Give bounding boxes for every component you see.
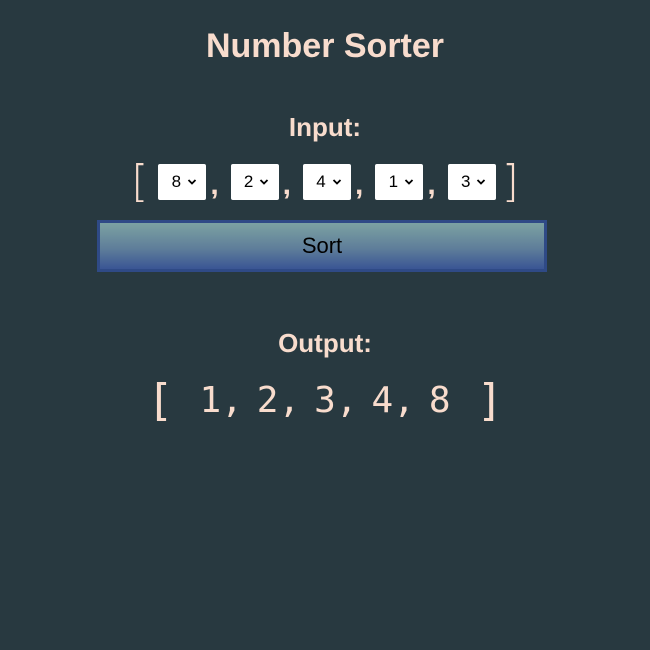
input-array: [ 8 , 2 , 4 , 1 , 3 ] — [0, 160, 650, 204]
select-value: 1 — [388, 172, 399, 191]
number-select-3[interactable]: 4 — [303, 164, 351, 200]
number-select-4[interactable]: 1 — [375, 164, 424, 200]
output-label: Output: — [278, 328, 372, 358]
output-value: 2, — [256, 379, 301, 421]
chevron-down-icon — [187, 179, 197, 185]
input-comma: , — [282, 168, 291, 201]
output-array: [ 1, 2, 3, 4, 8 ] — [0, 374, 650, 426]
select-value: 2 — [243, 172, 254, 191]
page-title: Number Sorter — [205, 27, 445, 65]
input-close-bracket: ] — [501, 156, 519, 207]
input-comma: , — [427, 168, 436, 201]
input-open-bracket: [ — [131, 156, 149, 207]
number-select-5[interactable]: 3 — [447, 164, 496, 200]
chevron-down-icon — [260, 179, 269, 185]
select-value: 8 — [171, 172, 182, 191]
number-select-2[interactable]: 2 — [230, 164, 279, 200]
input-comma: , — [210, 168, 219, 201]
output-value: 1, — [199, 379, 243, 421]
input-comma: , — [355, 168, 364, 201]
sort-button[interactable]: Sort — [97, 220, 547, 272]
input-label: Input: — [288, 112, 362, 142]
output-value: 3, — [314, 379, 358, 421]
select-value: 4 — [316, 172, 326, 191]
chevron-down-icon — [477, 179, 486, 185]
select-value: 3 — [460, 172, 471, 191]
chevron-down-icon — [404, 179, 414, 185]
output-open-bracket: [ — [146, 374, 174, 426]
output-close-bracket: ] — [476, 374, 504, 426]
output-value: 8 — [428, 379, 451, 421]
chevron-down-icon — [332, 179, 341, 185]
number-select-1[interactable]: 8 — [158, 164, 207, 200]
output-value: 4, — [371, 379, 415, 421]
